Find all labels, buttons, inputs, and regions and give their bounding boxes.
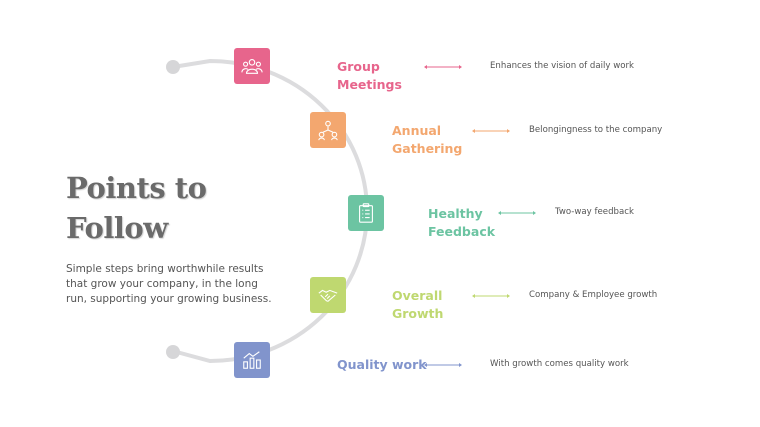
step-description: Belongingness to the company [529,125,663,135]
network-people-icon [310,112,346,148]
step-description: Company & Employee growth [529,290,658,300]
step-arrow [424,363,462,367]
step-arrow [498,211,536,215]
bar-chart-icon [234,342,270,378]
step-arrow [472,294,510,298]
arc-start-dot [166,60,180,74]
step-description: Enhances the vision of daily work [490,61,634,71]
handshake-icon [310,277,346,313]
step-arrow [472,129,510,133]
step-description: With growth comes quality work [490,359,629,369]
page-title: Points to Follow [66,171,207,245]
page-subtitle: Simple steps bring worthwhile results th… [66,263,272,305]
step-description: Two-way feedback [555,207,634,217]
arc-end-dot [166,345,180,359]
clipboard-list-icon [348,195,384,231]
step-arrow [424,65,462,69]
step-label-quality-work: Quality work [337,357,427,372]
group-people-icon [234,48,270,84]
